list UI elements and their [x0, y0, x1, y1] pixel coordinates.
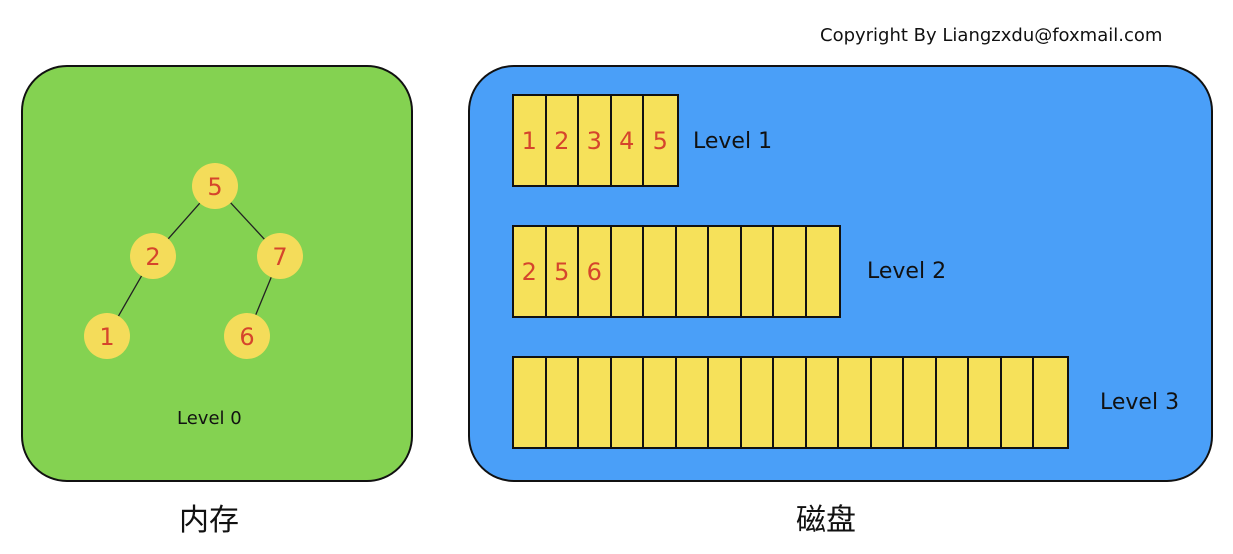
tree-edge — [117, 275, 143, 317]
tree-node: 6 — [224, 313, 270, 359]
disk-level-3-label: Level 3 — [1100, 390, 1180, 415]
disk-cell — [514, 358, 547, 447]
disk-cell — [741, 227, 774, 316]
disk-cell — [676, 227, 709, 316]
tree-edge — [255, 277, 272, 315]
disk-cell — [1034, 358, 1067, 447]
tree-node-circle — [257, 233, 303, 279]
disk-cell — [709, 358, 742, 447]
disk-level-3-row — [512, 356, 1069, 449]
disk-cell: 2 — [546, 96, 579, 185]
tree-node: 1 — [84, 313, 130, 359]
memory-level-label: Level 0 — [177, 408, 242, 429]
tree-node-circle — [84, 313, 130, 359]
disk-cell: 4 — [611, 96, 644, 185]
tree-node: 5 — [192, 163, 238, 209]
memory-panel — [21, 65, 413, 482]
disk-cell — [1001, 358, 1034, 447]
disk-cell — [611, 358, 644, 447]
disk-cell — [644, 358, 677, 447]
tree-node-label: 6 — [239, 323, 254, 351]
disk-cell: 2 — [514, 227, 547, 316]
disk-cell — [871, 358, 904, 447]
tree-node-circle — [130, 233, 176, 279]
tree-node-label: 2 — [145, 243, 160, 271]
disk-cell — [839, 358, 872, 447]
disk-level-2-label: Level 2 — [867, 259, 947, 284]
copyright-text: Copyright By Liangzxdu@foxmail.com — [820, 25, 1163, 46]
disk-cell — [806, 358, 839, 447]
disk-cell — [774, 358, 807, 447]
tree-node-label: 7 — [272, 243, 287, 271]
disk-caption: 磁盘 — [796, 503, 856, 538]
disk-cell: 5 — [644, 96, 677, 185]
tree-node: 2 — [130, 233, 176, 279]
tree-node: 7 — [257, 233, 303, 279]
disk-cell: 1 — [514, 96, 547, 185]
disk-cell — [611, 227, 644, 316]
disk-cell — [969, 358, 1002, 447]
disk-level-1-label: Level 1 — [693, 129, 773, 154]
tree-node-label: 5 — [207, 173, 222, 201]
disk-cell — [741, 358, 774, 447]
disk-cell — [546, 358, 579, 447]
disk-cell — [579, 358, 612, 447]
disk-cell: 6 — [579, 227, 612, 316]
tree-edge — [167, 202, 201, 240]
tree-edge — [230, 202, 265, 240]
disk-cell — [676, 358, 709, 447]
memory-caption: 内存 — [179, 503, 239, 538]
disk-cell: 3 — [579, 96, 612, 185]
disk-cell — [774, 227, 807, 316]
disk-cell — [709, 227, 742, 316]
disk-cell — [644, 227, 677, 316]
tree-node-label: 1 — [99, 323, 114, 351]
tree-node-circle — [192, 163, 238, 209]
disk-cell: 5 — [546, 227, 579, 316]
disk-cell — [904, 358, 937, 447]
disk-cell — [936, 358, 969, 447]
tree-node-circle — [224, 313, 270, 359]
disk-cell — [806, 227, 839, 316]
